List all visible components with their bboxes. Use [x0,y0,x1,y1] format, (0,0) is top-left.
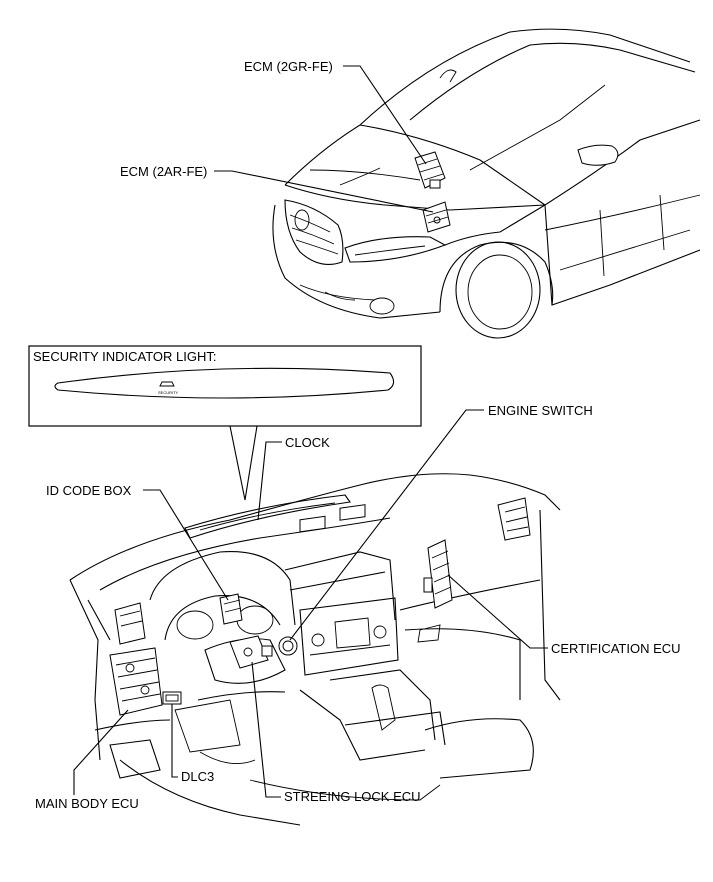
certification-ecu-label: CERTIFICATION ECU [551,641,681,656]
ecm-2ar-fe-leader [214,170,434,213]
main-body-ecu-label: MAIN BODY ECU [35,796,139,811]
clock-label: CLOCK [285,435,330,450]
ecm-2gr-fe-label: ECM (2GR-FE) [244,59,333,74]
id-code-box-label: ID CODE BOX [46,483,132,498]
id-code-box-component [219,593,243,625]
certification-ecu-leader [447,574,548,649]
main-body-ecu-component [109,647,163,716]
engine-switch-leader [289,409,484,641]
ecm-2gr-fe-component [414,151,446,189]
ecm-2ar-fe-label: ECM (2AR-FE) [120,164,207,179]
security-indicator-label: SECURITY INDICATOR LIGHT: [33,349,216,364]
engine-switch-label: ENGINE SWITCH [488,403,593,418]
security-indicator-inset: SECURITY INDICATOR LIGHT: SECURITY [28,345,422,501]
dashboard-illustration [69,473,561,826]
clock-leader [257,441,282,521]
steering-lock-ecu-component [229,635,273,669]
dlc3-label: DLC3 [181,769,214,784]
certification-ecu-component [423,539,453,609]
engine-switch-component [278,636,298,656]
ecm-2ar-fe-component [422,201,451,233]
steering-lock-ecu-label: STREEING LOCK ECU [284,789,421,804]
steering-lock-ecu-leader [251,661,281,798]
id-code-box-leader [143,489,229,601]
security-indicator-text: SECURITY [158,390,179,395]
car-front-illustration [272,28,701,339]
dlc3-component [162,691,182,705]
ecm-2gr-fe-leader [343,65,427,165]
main-body-ecu-leader [73,709,129,795]
dlc3-leader [171,704,178,778]
